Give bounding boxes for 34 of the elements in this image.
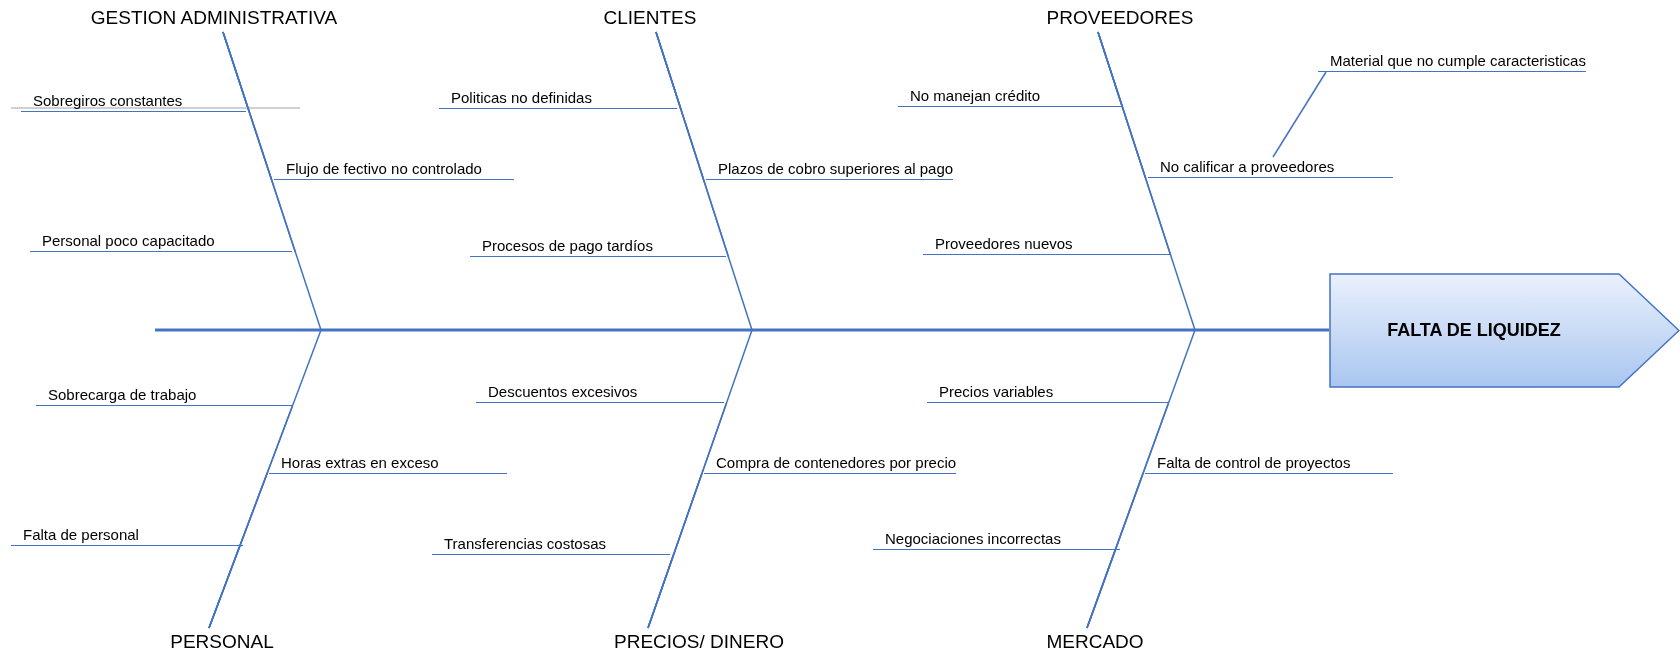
cause-label: Material que no cumple caracteristicas [1318,51,1586,72]
connector-line [1086,549,1117,629]
cause-label: Transferencias costosas [432,534,670,555]
category-label: CLIENTES [603,6,697,30]
category-label: MERCADO [1046,630,1144,654]
cause-label: Descuentos excesivos [476,382,724,403]
cause-label: No calificar a proveedores [1148,157,1393,178]
connector-line [655,31,730,258]
connector-line [1097,31,1172,256]
cause-label: Plazos de cobro superiores al pago [706,159,954,180]
cause-label: Falta de control de proyectos [1145,453,1393,474]
cause-label: No manejan crédito [898,86,1122,107]
category-label: PERSONAL [170,630,274,654]
connector-line [647,554,675,629]
category-label: PROVEEDORES [1046,6,1194,30]
cause-label: Precios variables [927,382,1168,403]
problem-label: FALTA DE LIQUIDEZ [1386,319,1562,342]
cause-label: Politicas no definidas [439,88,677,109]
cause-label: Sobregiros constantes [21,91,246,112]
cause-label: Negociaciones incorrectas [873,529,1120,550]
cause-label: Sobrecarga de trabajo [36,385,292,406]
category-label: PRECIOS/ DINERO [614,630,784,654]
connector-line [208,545,241,629]
category-label: GESTION ADMINISTRATIVA [90,6,338,30]
connector-line [222,31,297,253]
connector-line [1272,71,1327,158]
cause-label: Procesos de pago tardíos [470,236,726,257]
cause-label: Proveedores nuevos [923,234,1170,255]
cause-label: Personal poco capacitado [30,231,292,252]
cause-label: Horas extras en exceso [269,453,507,474]
cause-label: Falta de personal [11,525,243,546]
problem-arrow-box [1329,273,1680,388]
cause-label: Compra de contenedores por precio [704,453,957,474]
cause-label: Flujo de fectivo no controlado [274,159,514,180]
